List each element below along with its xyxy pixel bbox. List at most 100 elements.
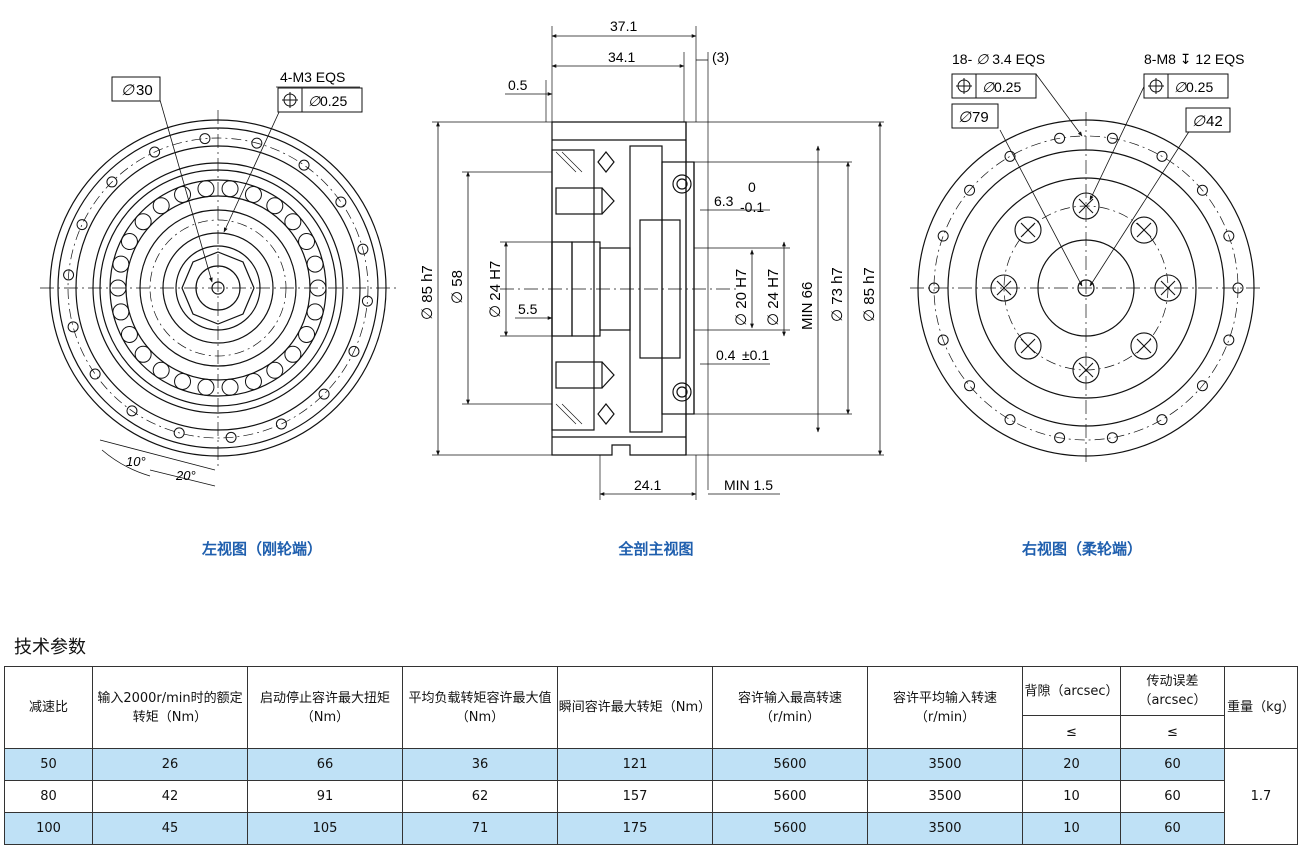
- header-ratio: 减速比: [4, 666, 93, 749]
- svg-text:∅: ∅: [1174, 79, 1187, 95]
- roller: [221, 378, 239, 396]
- right-view-labels: 18- ∅ 3.4 EQS ∅ 0.25 ∅ 79 8-M8 ↧ 12 EQS …: [951, 51, 1244, 133]
- bolt-hole: [1014, 216, 1042, 244]
- cell-trans-err: 60: [1120, 812, 1225, 845]
- roller: [284, 213, 302, 231]
- mounting-hole: [89, 368, 101, 380]
- roller: [174, 373, 192, 391]
- svg-text:MIN 66: MIN 66: [799, 282, 816, 330]
- roller: [134, 213, 152, 231]
- mounting-hole: [361, 295, 373, 307]
- roller: [152, 197, 170, 215]
- roller: [221, 180, 239, 198]
- dim-0-4: 0.4: [716, 347, 736, 363]
- svg-text:∅ 24 H7: ∅ 24 H7: [487, 261, 504, 318]
- cell-instant: 175: [557, 812, 713, 845]
- roller: [120, 325, 138, 343]
- cell-avg-speed: 3500: [867, 748, 1023, 781]
- roller: [266, 361, 284, 379]
- roller: [306, 255, 324, 273]
- svg-text:∅: ∅: [308, 93, 321, 109]
- angle-10: 10°: [126, 454, 146, 469]
- dim-34-1: 34.1: [608, 49, 635, 65]
- dim-42: 42: [1206, 113, 1223, 130]
- mounting-hole: [1196, 184, 1208, 196]
- cell-backlash: 10: [1022, 812, 1121, 845]
- header-max-speed: 容许输入最高转速（r/min）: [712, 666, 868, 749]
- mounting-hole: [964, 380, 976, 392]
- mounting-hole: [106, 176, 118, 188]
- roller: [197, 180, 215, 198]
- header-instant: 瞬间容许最大转矩（Nm）: [557, 666, 713, 749]
- mounting-hole: [1196, 380, 1208, 392]
- cell-max-speed: 5600: [712, 748, 868, 781]
- holes-18-label: 18- ∅ 3.4 EQS: [952, 51, 1045, 67]
- cell-weight: 1.7: [1224, 748, 1298, 845]
- left-view-labels: ∅ 30 4-M3 EQS ∅ 0.25 10° 20°: [111, 69, 363, 483]
- roller: [134, 345, 152, 363]
- roller: [120, 233, 138, 251]
- cell-instant: 157: [557, 780, 713, 813]
- spec-section-title: 技术参数: [14, 637, 86, 658]
- holes-label: 4-M3 EQS: [280, 69, 345, 85]
- cell-ratio: 50: [4, 748, 93, 781]
- roller: [174, 185, 192, 203]
- bolt-hole: [1130, 332, 1158, 360]
- cell-rated-torque: 45: [92, 812, 248, 845]
- dim-3: (3): [712, 49, 729, 65]
- roller: [197, 378, 215, 396]
- mounting-hole: [937, 334, 949, 346]
- roller: [112, 303, 130, 321]
- cell-ratio: 80: [4, 780, 93, 813]
- technical-drawings: ∅ 30 4-M3 EQS ∅ 0.25 10° 20°: [40, 18, 1262, 500]
- left-view-caption: 左视图（刚轮端）: [201, 540, 323, 558]
- cell-avg-load: 71: [402, 812, 558, 845]
- svg-text:∅: ∅: [958, 109, 972, 126]
- svg-text:∅: ∅: [1192, 113, 1206, 130]
- mounting-hole: [1004, 414, 1016, 426]
- table-row: 50 26 66 36 121 5600 3500 20 60 1.7: [4, 748, 1298, 845]
- dim-24-h7-right: 24 H7: [765, 269, 782, 309]
- tol-plusminus: ±0.1: [742, 347, 769, 363]
- header-avg-load: 平均负载转矩容许最大值（Nm）: [402, 666, 558, 749]
- dim-79: 79: [972, 109, 989, 126]
- mounting-hole: [318, 388, 330, 400]
- section-view-drawing: [432, 26, 884, 500]
- mounting-hole: [1004, 150, 1016, 162]
- spec-table: 减速比 输入2000r/min时的额定转矩（Nm） 启动停止容许最大扭矩（Nm）…: [4, 666, 1298, 845]
- cell-avg-load: 36: [402, 748, 558, 781]
- dim-85-h7-left: 85 h7: [419, 265, 436, 303]
- cell-avg-speed: 3500: [867, 812, 1023, 845]
- bore-dimension: 30: [136, 82, 153, 99]
- header-backlash-le: ≤: [1022, 715, 1121, 749]
- svg-text:∅ 58: ∅ 58: [449, 270, 466, 304]
- tol-upper: 0: [748, 179, 756, 195]
- cell-backlash: 10: [1022, 780, 1121, 813]
- mounting-hole: [1106, 132, 1118, 144]
- roller: [306, 303, 324, 321]
- mounting-hole: [1156, 150, 1168, 162]
- cell-start-stop: 91: [247, 780, 403, 813]
- mounting-hole: [67, 321, 79, 333]
- roller: [298, 325, 316, 343]
- cell-start-stop: 105: [247, 812, 403, 845]
- tolerance-right-1: 0.25: [994, 79, 1021, 95]
- mounting-hole: [1106, 432, 1118, 444]
- dim-73-h7: 73 h7: [829, 267, 846, 305]
- cell-ratio: 100: [4, 812, 93, 845]
- dim-5-5: 5.5: [518, 301, 538, 317]
- mounting-hole: [357, 243, 369, 255]
- mounting-hole: [1223, 230, 1235, 242]
- dim-min-66: MIN 66: [799, 282, 816, 330]
- mounting-hole: [173, 427, 185, 439]
- mounting-hole: [1054, 432, 1066, 444]
- mounting-hole: [937, 230, 949, 242]
- svg-text:∅ 20 H7: ∅ 20 H7: [733, 269, 750, 326]
- header-weight: 重量（kg）: [1224, 666, 1298, 749]
- svg-text:∅ 85 h7: ∅ 85 h7: [419, 265, 436, 320]
- mounting-hole: [251, 137, 263, 149]
- table-row: 80 42 91 62 157 5600 3500 10 60: [4, 780, 1298, 813]
- cell-trans-err: 60: [1120, 748, 1225, 781]
- dim-24-h7-left: 24 H7: [487, 261, 504, 301]
- cell-instant: 121: [557, 748, 713, 781]
